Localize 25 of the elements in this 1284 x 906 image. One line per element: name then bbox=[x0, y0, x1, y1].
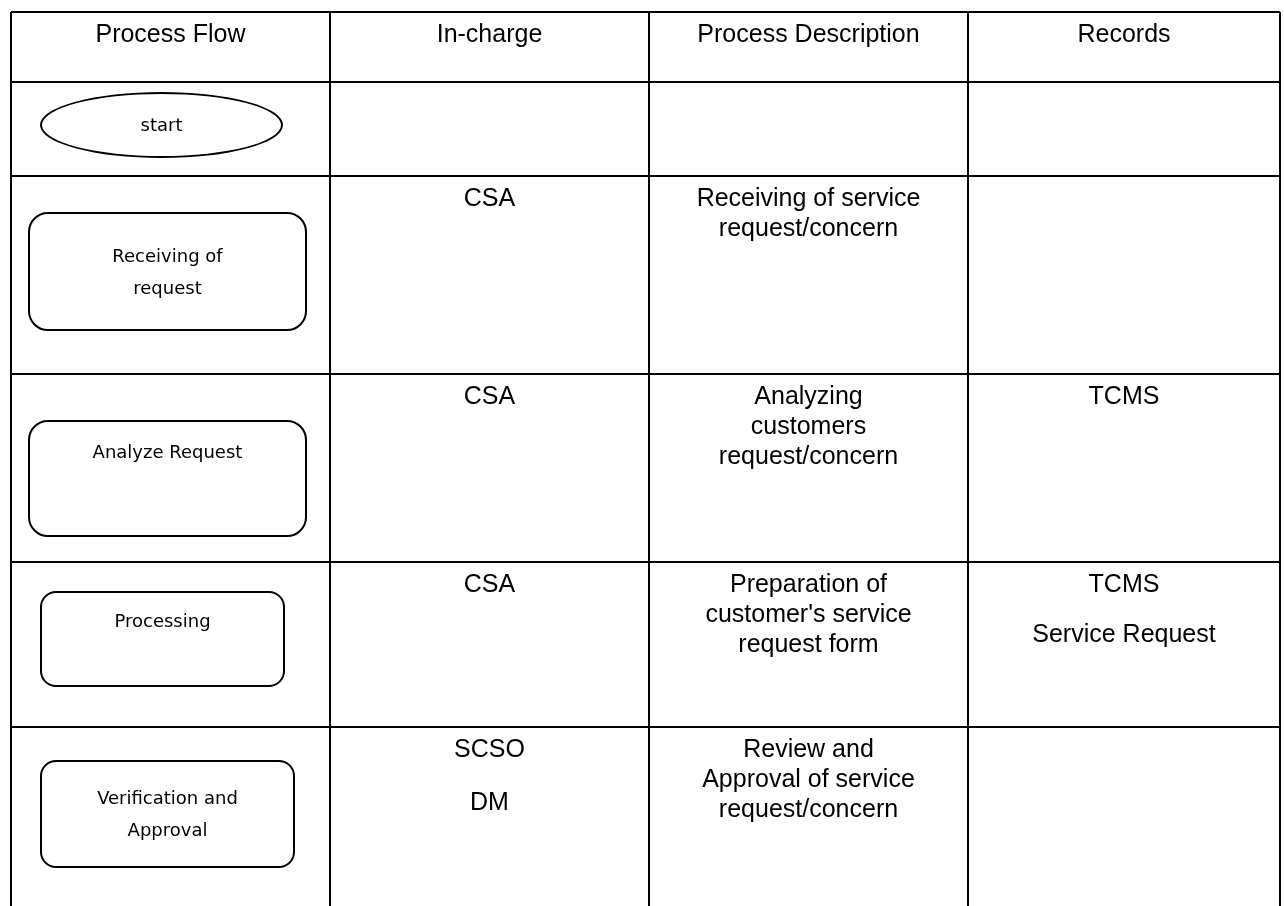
table-cell-text: Service Request bbox=[1031, 618, 1217, 648]
table-cell-text: CSA bbox=[462, 182, 517, 212]
process-step-text: Analyze Request bbox=[92, 440, 243, 464]
process-step-text: Processing bbox=[114, 609, 211, 633]
process-step-text: Verification and Approval bbox=[96, 786, 239, 842]
column-header: Process Description bbox=[696, 18, 921, 48]
process-box bbox=[40, 760, 295, 868]
column-header: Process Flow bbox=[94, 18, 247, 48]
column-header: In-charge bbox=[435, 18, 544, 48]
table-cell-text: Analyzing customers request/concern bbox=[717, 380, 900, 470]
process-box bbox=[28, 420, 307, 537]
table-cell-text: DM bbox=[469, 786, 510, 816]
table-cell-text: TCMS bbox=[1087, 380, 1161, 410]
process-box bbox=[40, 591, 285, 687]
table-cell-text: Receiving of service request/concern bbox=[695, 182, 922, 242]
table-cell-text: Preparation of customer's service request form bbox=[704, 568, 913, 658]
process-box bbox=[28, 212, 307, 331]
table-cell-text: Review and Approval of service request/concern bbox=[701, 733, 916, 823]
table-cell-text: TCMS bbox=[1087, 568, 1161, 598]
column-header: Records bbox=[1076, 18, 1172, 48]
process-step-text: start bbox=[140, 113, 183, 137]
table-cell-text: CSA bbox=[462, 568, 517, 598]
table-cell-text: SCSO bbox=[453, 733, 526, 763]
table-cell-text: CSA bbox=[462, 380, 517, 410]
process-step-text: Receiving of request bbox=[111, 243, 224, 300]
